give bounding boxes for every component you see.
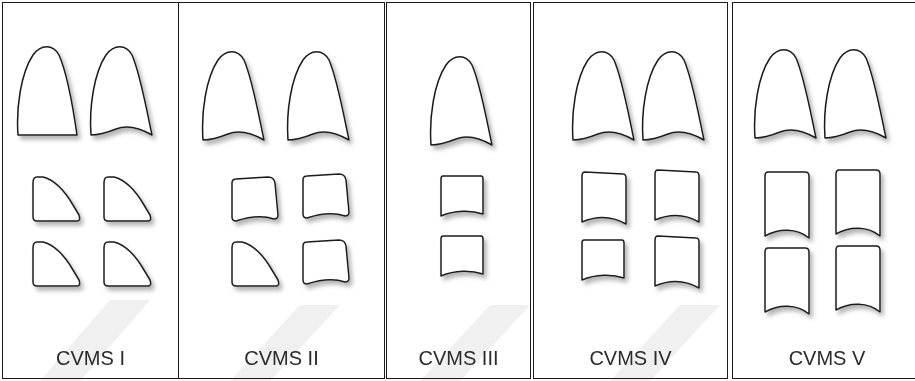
- c2-vertebra: [825, 50, 886, 138]
- stage-label: CVMS V: [789, 347, 866, 369]
- c2-vertebra: [755, 50, 816, 138]
- stage-label-box: CVMS I: [3, 347, 178, 370]
- stage-label-box: CVMS IV: [534, 347, 727, 370]
- c4-vertebra: [582, 240, 624, 280]
- c3-vertebra: [303, 174, 349, 218]
- c4-vertebra: [765, 248, 809, 314]
- stage-label: CVMS III: [418, 347, 498, 369]
- stage-panel: CVMS V: [732, 2, 915, 379]
- c4-vertebra: [655, 236, 699, 288]
- stage-panel: CVMS III: [386, 2, 531, 379]
- stage-panel: CVMS II: [178, 2, 385, 379]
- stage-label: CVMS IV: [589, 347, 671, 369]
- c4-vertebra: [441, 236, 483, 276]
- stage-label-box: CVMS V: [733, 347, 915, 370]
- c2-vertebra: [288, 52, 349, 140]
- c3-vertebra: [765, 172, 809, 238]
- c3-vertebra: [582, 172, 626, 224]
- stage-label: CVMS I: [56, 347, 125, 369]
- stage-label-box: CVMS II: [179, 347, 384, 370]
- c3-vertebra: [232, 177, 278, 221]
- c2-vertebra: [643, 52, 704, 140]
- c2-vertebra: [431, 57, 492, 145]
- c3-vertebra: [33, 177, 80, 221]
- c2-vertebra: [573, 52, 634, 140]
- c3-vertebra: [655, 170, 699, 222]
- watermark: [40, 300, 720, 381]
- c2-vertebra: [18, 47, 77, 135]
- c4-vertebra: [104, 242, 151, 286]
- c4-vertebra: [232, 242, 279, 286]
- stage-label-box: CVMS III: [387, 347, 530, 370]
- stage-label: CVMS II: [244, 347, 318, 369]
- c3-vertebra: [441, 176, 483, 216]
- c3-vertebra: [104, 177, 151, 221]
- c4-vertebra: [303, 240, 349, 284]
- stage-panel: CVMS I: [2, 2, 179, 379]
- c4-vertebra: [836, 246, 880, 312]
- c2-vertebra: [203, 52, 264, 140]
- c4-vertebra: [33, 242, 80, 286]
- c3-vertebra: [836, 170, 880, 236]
- stage-panel: CVMS IV: [533, 2, 728, 379]
- c2-vertebra: [91, 47, 152, 135]
